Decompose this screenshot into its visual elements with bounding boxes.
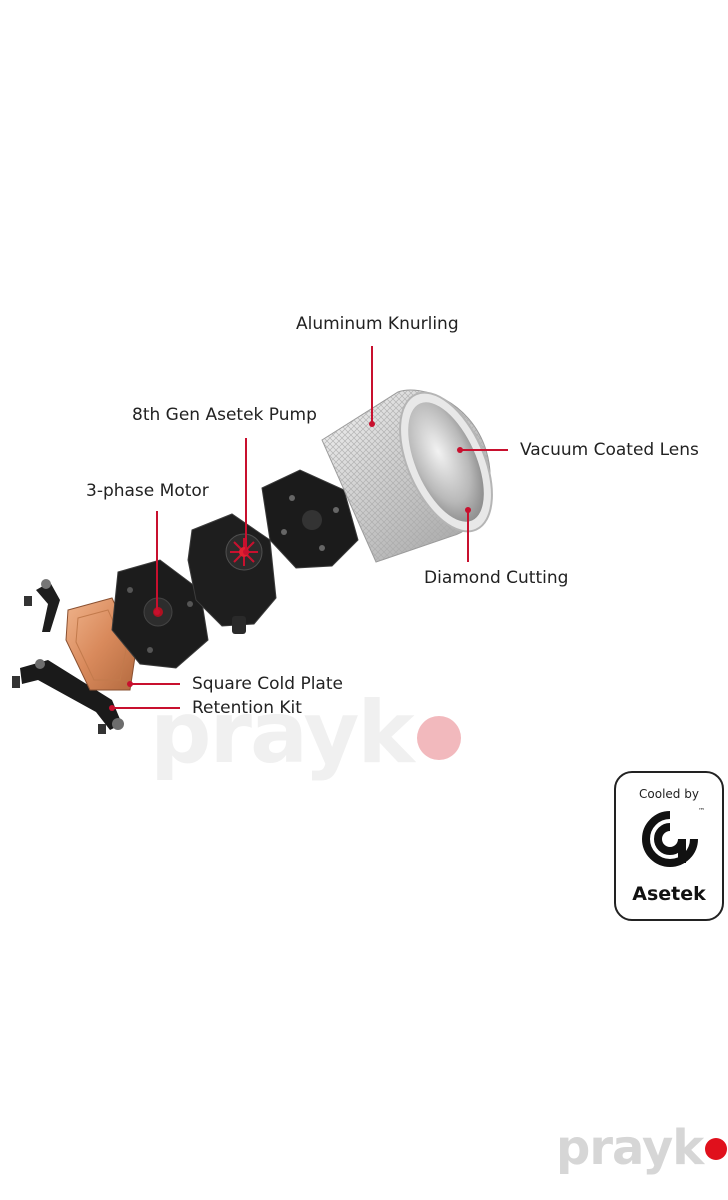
pump-illustration [187, 513, 277, 634]
watermark-dot [416, 716, 461, 760]
watermark: prayk [150, 690, 461, 776]
retention-kit-lower [12, 659, 124, 734]
retention-bracket-upper [24, 579, 60, 632]
asetek-logo-icon [642, 811, 698, 867]
badge-top-text: Cooled by [639, 787, 699, 801]
label-motor: 3-phase Motor [86, 481, 209, 501]
badge-brand: Asetek [632, 883, 706, 905]
label-square-cold-plate: Square Cold Plate [192, 674, 343, 694]
label-pump: 8th Gen Asetek Pump [132, 405, 317, 425]
label-aluminum-knurling: Aluminum Knurling [296, 314, 459, 334]
watermark-text: prayk [150, 683, 415, 783]
label-diamond-cutting: Diamond Cutting [424, 568, 569, 588]
label-vacuum-coated-lens: Vacuum Coated Lens [520, 440, 699, 460]
callout-lines [112, 346, 508, 709]
brand-corner-dot [705, 1138, 728, 1160]
badge-trademark: ™ [698, 807, 705, 815]
aluminum-cap-illustration [321, 389, 493, 563]
brand-corner-logo: prayk [556, 1124, 728, 1172]
pump-top-plate-illustration [261, 469, 359, 569]
label-retention-kit: Retention Kit [192, 698, 302, 718]
cooled-by-asetek-badge: Cooled by ™ Asetek [614, 771, 724, 921]
brand-corner-text: prayk [556, 1120, 704, 1176]
callout-dots [109, 421, 471, 711]
